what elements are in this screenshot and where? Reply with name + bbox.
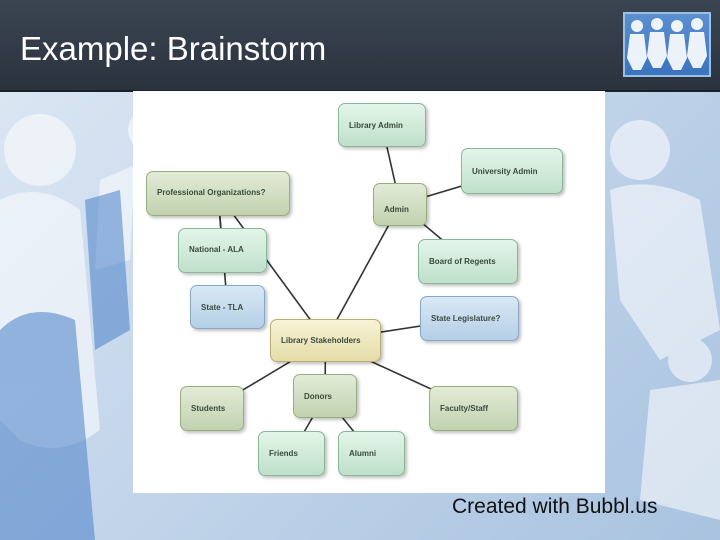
- node-state-tla[interactable]: State - TLA: [190, 285, 265, 329]
- connector-library-stakeholders-admin: [324, 204, 401, 341]
- node-professional-organizations[interactable]: Professional Organizations?: [146, 171, 290, 216]
- node-students[interactable]: Students: [180, 386, 244, 431]
- slide-title: Example: Brainstorm: [20, 30, 327, 67]
- node-state-legislature[interactable]: State Legislature?: [420, 296, 519, 341]
- connector-library-stakeholders-professional-organizations: [217, 193, 327, 341]
- node-board-of-regents[interactable]: Board of Regents: [418, 239, 518, 284]
- node-friends[interactable]: Friends: [258, 431, 325, 476]
- node-donors[interactable]: Donors: [293, 374, 357, 418]
- caption-text: Created with Bubbl.us: [452, 495, 658, 518]
- node-library-admin[interactable]: Library Admin: [338, 103, 426, 147]
- node-library-stakeholders[interactable]: Library Stakeholders: [270, 319, 381, 362]
- node-university-admin[interactable]: University Admin: [461, 148, 563, 194]
- node-alumni[interactable]: Alumni: [338, 431, 405, 476]
- mindmap-canvas: Library Admin University Admin Professio…: [133, 91, 605, 493]
- people-chain-icon: [623, 12, 711, 77]
- title-bar: Example: Brainstorm: [0, 0, 720, 92]
- node-admin[interactable]: Admin: [373, 183, 427, 226]
- node-faculty-staff[interactable]: Faculty/Staff: [429, 386, 518, 431]
- node-national-ala[interactable]: National - ALA: [178, 228, 267, 273]
